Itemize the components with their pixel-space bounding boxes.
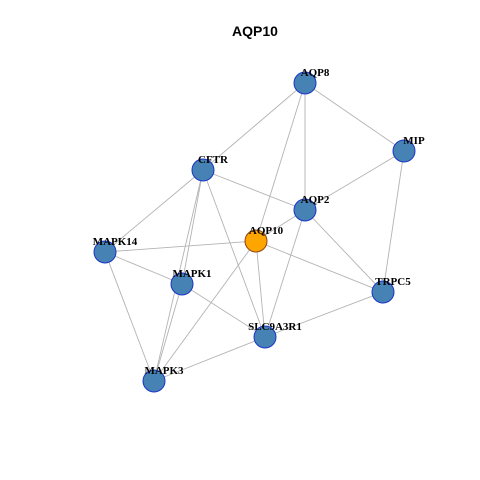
node-aqp8: AQP8 (293, 67, 330, 95)
node-label-aqp2: AQP2 (301, 194, 330, 206)
node-circle-mapk3 (142, 369, 166, 393)
edge-mip-aqp2 (304, 150, 405, 211)
node-aqp10: AQP10 (244, 225, 284, 253)
edge-mapk1-slc9a3r1 (181, 283, 266, 338)
node-label-trpc5: TRPC5 (375, 276, 411, 288)
node-circle-aqp8 (293, 71, 317, 95)
node-mapk1: MAPK1 (170, 268, 212, 296)
node-label-slc9a3r1: SLC9A3R1 (248, 321, 302, 333)
edge-mapk14-mapk3 (104, 251, 155, 382)
node-label-mapk1: MAPK1 (172, 268, 211, 280)
edge-mip-trpc5 (382, 150, 405, 293)
node-circle-aqp2 (293, 198, 317, 222)
edge-slc9a3r1-trpc5 (264, 291, 384, 338)
node-cftr: CFTR (191, 154, 229, 182)
node-label-mapk3: MAPK3 (144, 365, 184, 377)
node-circle-slc9a3r1 (253, 325, 277, 349)
edge-mapk1-mapk3 (153, 283, 183, 382)
node-circle-mapk14 (93, 240, 117, 264)
node-mapk14: MAPK14 (93, 236, 138, 264)
node-slc9a3r1: SLC9A3R1 (248, 321, 302, 349)
edge-slc9a3r1-mapk3 (153, 336, 266, 382)
node-trpc5: TRPC5 (371, 276, 411, 304)
node-label-cftr: CFTR (198, 154, 229, 166)
graph-title: AQP10 (232, 23, 278, 39)
node-mapk3: MAPK3 (142, 365, 184, 393)
node-label-mip: MIP (403, 135, 425, 147)
edge-aqp8-aqp10 (255, 82, 306, 242)
edge-aqp8-mip (304, 82, 405, 152)
edge-aqp10-mapk3 (153, 240, 257, 382)
edge-aqp10-mapk14 (104, 240, 257, 253)
edge-aqp8-cftr (202, 82, 306, 171)
edge-cftr-mapk14 (104, 169, 204, 253)
edge-cftr-mapk1 (181, 169, 204, 285)
edge-aqp2-slc9a3r1 (264, 209, 306, 338)
edge-mapk14-mapk1 (104, 251, 183, 285)
edge-aqp10-slc9a3r1 (255, 240, 266, 338)
node-aqp2: AQP2 (293, 194, 330, 222)
node-circle-mip (392, 139, 416, 163)
node-label-mapk14: MAPK14 (93, 236, 138, 248)
node-mip: MIP (392, 135, 425, 163)
node-circle-mapk1 (170, 272, 194, 296)
edge-aqp2-trpc5 (304, 209, 384, 293)
edge-cftr-aqp2 (202, 169, 306, 211)
edge-aqp10-trpc5 (255, 240, 384, 293)
edge-cftr-slc9a3r1 (202, 169, 266, 338)
node-label-aqp8: AQP8 (301, 67, 330, 79)
node-circle-cftr (191, 158, 215, 182)
node-circle-trpc5 (371, 280, 395, 304)
node-label-aqp10: AQP10 (249, 225, 284, 237)
node-circle-aqp10 (244, 229, 268, 253)
